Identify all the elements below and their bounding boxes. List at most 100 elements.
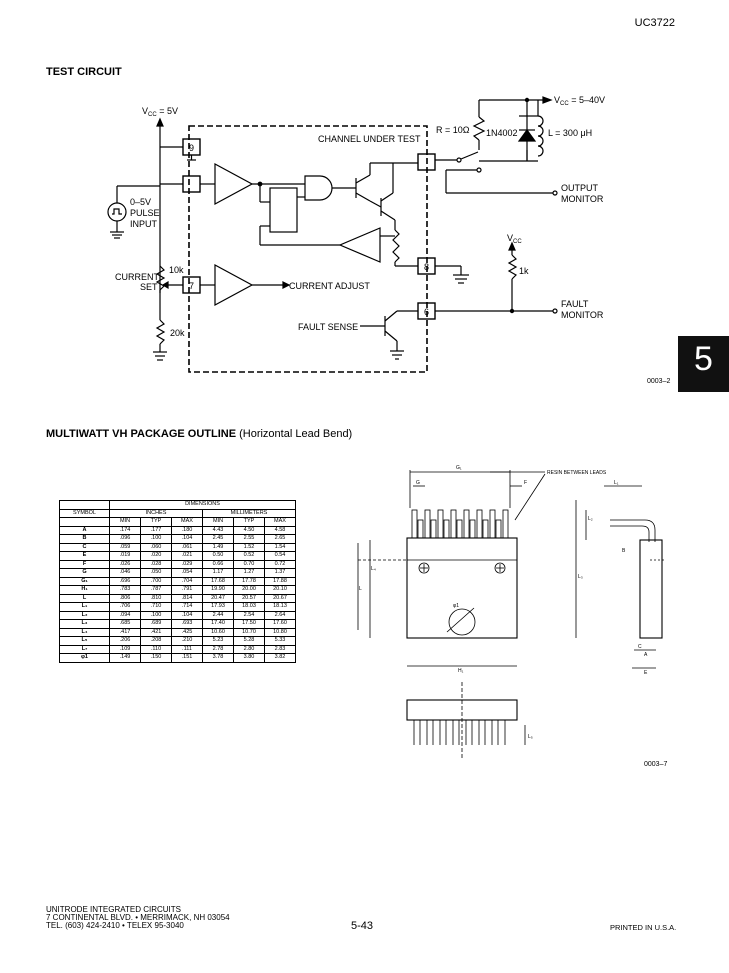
table-cell: 0.66 — [202, 559, 234, 569]
table-cell: .208 — [140, 636, 172, 646]
table-cell: 2.78 — [202, 644, 234, 654]
figure-number-test-circuit: 0003–2 — [647, 378, 671, 385]
table-cell-symbol: G — [59, 568, 110, 578]
table-cell: 0.52 — [233, 551, 265, 561]
fault-sense-label: FAULT SENSE — [298, 322, 358, 332]
part-number: UC3722 — [634, 17, 675, 29]
inductor-label: L = 300 μH — [548, 128, 592, 138]
table-cell: .704 — [171, 576, 203, 586]
table-cell: .174 — [109, 525, 141, 535]
table-cell: 1.37 — [264, 568, 296, 578]
table-cell: .026 — [109, 559, 141, 569]
table-cell: 2.44 — [202, 610, 234, 620]
table-cell-symbol: L₇ — [59, 644, 110, 654]
table-cell: .814 — [171, 593, 203, 603]
dim-header-symbol: SYMBOL — [59, 508, 110, 518]
dim-header-inches: INCHES — [109, 508, 203, 518]
table-cell: 17.78 — [233, 576, 265, 586]
svg-text:L: L — [359, 586, 362, 592]
table-cell: 2.45 — [202, 534, 234, 544]
svg-text:0–5V: 0–5V — [130, 197, 151, 207]
table-cell: 18.13 — [264, 602, 296, 612]
table-cell: 20.57 — [233, 593, 265, 603]
package-outline-title: MULTIWATT VH PACKAGE OUTLINE (Horizontal… — [46, 428, 353, 440]
svg-text:FAULT: FAULT — [561, 299, 589, 309]
diode-label: 1N4002 — [486, 128, 518, 138]
svg-text:L₁: L₁ — [614, 480, 619, 486]
table-cell: 3.82 — [264, 653, 296, 663]
svg-text:G₁: G₁ — [456, 465, 462, 471]
table-cell: .061 — [171, 542, 203, 552]
svg-text:E: E — [644, 670, 648, 676]
table-cell: .417 — [109, 627, 141, 637]
table-cell: 0.50 — [202, 551, 234, 561]
table-cell-symbol: C — [59, 542, 110, 552]
table-cell: .696 — [109, 576, 141, 586]
dimensions-table: DIMENSIONS SYMBOL INCHES MILLIMETERS MIN… — [59, 500, 296, 663]
section-tab-label: 5 — [694, 340, 713, 378]
table-cell: .425 — [171, 627, 203, 637]
figure-number-package: 0003–7 — [644, 761, 668, 768]
table-cell: .783 — [109, 585, 141, 595]
pin7-label: 7 — [189, 281, 194, 291]
svg-text:PULSE: PULSE — [130, 208, 160, 218]
table-cell: .151 — [171, 653, 203, 663]
table-cell: .689 — [140, 619, 172, 629]
table-cell: .100 — [140, 534, 172, 544]
table-cell: 1.17 — [202, 568, 234, 578]
svg-text:MONITOR: MONITOR — [561, 194, 604, 204]
current-adjust-label: CURRENT ADJUST — [289, 281, 370, 291]
svg-text:CURRENT: CURRENT — [115, 272, 160, 282]
svg-text:F: F — [524, 480, 527, 486]
table-cell: 20.00 — [233, 585, 265, 595]
channel-box — [188, 125, 428, 373]
svg-text:10k: 10k — [169, 265, 184, 275]
table-cell: .700 — [140, 576, 172, 586]
svg-text:C: C — [638, 644, 642, 650]
svg-text:L₂: L₂ — [588, 516, 593, 522]
table-cell: .706 — [109, 602, 141, 612]
section-tab: 5 — [678, 336, 729, 392]
table-cell: .421 — [140, 627, 172, 637]
svg-text:A: A — [644, 652, 648, 658]
table-cell: 10.70 — [233, 627, 265, 637]
sense-amp — [338, 227, 381, 263]
table-cell: .149 — [109, 653, 141, 663]
table-cell: 0.70 — [233, 559, 265, 569]
page-number: 5-43 — [351, 920, 374, 932]
table-cell: 2.80 — [233, 644, 265, 654]
table-cell: 2.54 — [233, 610, 265, 620]
table-cell-symbol: H₁ — [59, 585, 110, 595]
svg-text:G: G — [416, 480, 420, 486]
resin-label: RESIN BETWEEN LEADS — [547, 470, 607, 476]
table-cell: .714 — [171, 602, 203, 612]
table-cell: .111 — [171, 644, 203, 654]
dim-header-dimensions: DIMENSIONS — [109, 500, 296, 510]
table-cell: .104 — [171, 534, 203, 544]
table-cell: 4.58 — [264, 525, 296, 535]
table-cell: .177 — [140, 525, 172, 535]
table-cell: 2.65 — [264, 534, 296, 544]
table-cell: .787 — [140, 585, 172, 595]
table-cell: .028 — [140, 559, 172, 569]
table-cell: 17.60 — [264, 619, 296, 629]
table-cell: .791 — [171, 585, 203, 595]
table-cell: 17.68 — [202, 576, 234, 586]
table-cell: 19.90 — [202, 585, 234, 595]
svg-text:INPUT: INPUT — [130, 219, 158, 229]
printed-in: PRINTED IN U.S.A. — [610, 923, 677, 932]
table-cell: .019 — [109, 551, 141, 561]
svg-text:SET: SET — [140, 282, 158, 292]
table-cell: 10.80 — [264, 627, 296, 637]
svg-text:OUTPUT: OUTPUT — [561, 183, 599, 193]
svg-text:1k: 1k — [519, 266, 529, 276]
table-cell: .020 — [140, 551, 172, 561]
